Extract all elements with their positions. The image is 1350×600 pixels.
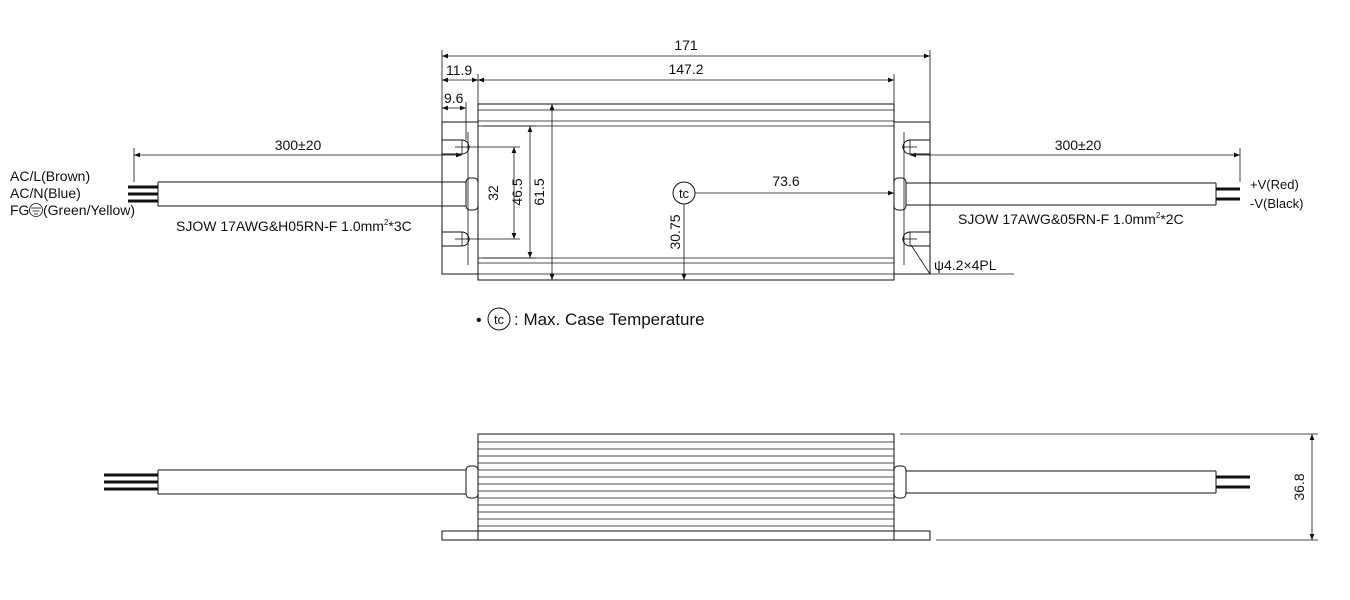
top-view: tc 171 147.2 11.9 9.6 300±20 [10, 37, 1303, 331]
base-flange [441, 530, 931, 541]
dimensions-top: 171 147.2 11.9 9.6 300±20 300±20 32 [133, 37, 1241, 280]
dim-hole-spacing: 32 [485, 185, 501, 201]
dimensions-side: 36.8 [900, 433, 1318, 541]
dim-body-length: 147.2 [668, 61, 703, 77]
output-cable-spec-main: SJOW 17AWG&05RN-F 1.0mm [958, 211, 1156, 227]
legend-symbol: tc [494, 312, 505, 327]
dim-tc-offset-x: 73.6 [772, 173, 799, 189]
dim-tc-offset-y: 30.75 [667, 214, 683, 249]
dim-height: 36.8 [1291, 473, 1307, 500]
dim-cable-left: 300±20 [275, 137, 322, 153]
dim-flange-outer: 11.9 [446, 62, 472, 78]
side-view: 36.8 [104, 433, 1318, 541]
output-wire-labels: +V(Red) -V(Black) SJOW 17AWG&05RN-F 1.0m… [958, 177, 1303, 227]
legend-bullet: • [476, 312, 482, 329]
dim-mount-hole: ψ4.2×4PL [934, 257, 997, 273]
output-cable-spec: SJOW 17AWG&05RN-F 1.0mm2*2C [958, 211, 1184, 227]
ground-icon [29, 203, 43, 217]
right-cable-gland [893, 177, 907, 211]
right-mount-holes [902, 139, 930, 247]
input-wire-labels: AC/L(Brown) AC/N(Blue) FG (Green/Yellow)… [10, 168, 412, 234]
right-flange [894, 121, 931, 275]
label-fg-suffix: (Green/Yellow) [43, 202, 135, 218]
dim-body-width: 61.5 [531, 178, 547, 205]
cooling-fins [478, 441, 894, 527]
side-right-gland [893, 465, 907, 499]
dim-overall-length: 171 [674, 37, 698, 53]
label-ac-line: AC/L(Brown) [10, 168, 90, 184]
output-cable [906, 182, 1240, 206]
tc-marker-symbol: tc [679, 186, 690, 201]
input-cable-spec-tail: *3C [388, 218, 411, 234]
dim-mount-hole-offset: 9.6 [444, 90, 464, 106]
left-flange [441, 121, 478, 275]
input-cable [128, 181, 466, 207]
left-cable-gland [465, 177, 479, 211]
dim-inner-width: 46.5 [509, 178, 525, 205]
output-cable-spec-sup: 2 [1156, 211, 1161, 220]
input-cable-spec: SJOW 17AWG&H05RN-F 1.0mm2*3C [176, 218, 412, 234]
legend-text: : Max. Case Temperature [514, 310, 705, 329]
label-ac-neutral: AC/N(Blue) [10, 185, 81, 201]
legend: • tc : Max. Case Temperature [476, 307, 705, 331]
input-cable-spec-main: SJOW 17AWG&H05RN-F 1.0mm [176, 218, 384, 234]
label-v-positive: +V(Red) [1250, 177, 1299, 192]
tc-marker: tc [672, 181, 696, 205]
dim-cable-right: 300±20 [1055, 137, 1102, 153]
side-left-gland [465, 465, 479, 499]
output-cable-spec-tail: *2C [1160, 211, 1183, 227]
label-v-negative: -V(Black) [1250, 196, 1303, 211]
input-cable-spec-sup: 2 [384, 218, 389, 227]
housing-body-side [477, 433, 895, 541]
label-fg-prefix: FG [10, 202, 29, 218]
